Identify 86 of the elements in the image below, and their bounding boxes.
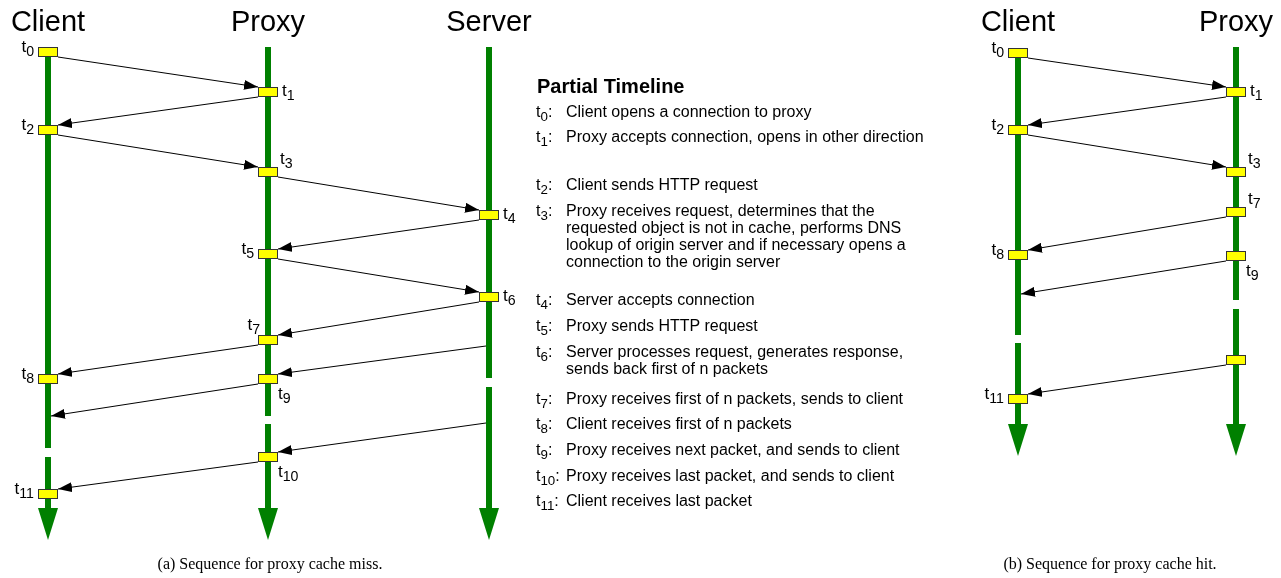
timestamp-box	[1226, 207, 1246, 217]
time-label: t$_{7}$	[1248, 190, 1261, 213]
timestamp-box	[1008, 125, 1028, 135]
timestamp-box	[38, 125, 58, 135]
figure-caption: (b) Sequence for proxy cache hit.	[1002, 554, 1218, 574]
timestamp-box	[258, 335, 278, 345]
time-label: t$_{8}$	[991, 241, 1004, 264]
timeline-entry: Server accepts connection	[566, 291, 756, 308]
time-label: t$_{10}$	[278, 463, 299, 486]
timeline-entry: Proxy receives request, determines that the requested object is not in cache, performs DNS lookup of origin server and if necessary opens a connection to the origin server	[566, 202, 907, 270]
timestamp-box	[1226, 87, 1246, 97]
time-label: t$_{3}$	[280, 150, 293, 173]
message-arrow	[1027, 364, 1227, 397]
timestamp-box	[1008, 394, 1028, 404]
timeline-entry: Proxy receives next packet, and sends to client	[566, 441, 901, 458]
timestamp-box	[1008, 48, 1028, 58]
time-label: t$_{2}$	[991, 116, 1004, 139]
timeline-entry: Client sends HTTP request	[566, 176, 759, 193]
time-label: t$_{6}$	[503, 287, 516, 310]
time-label: t$_{4}$	[503, 205, 516, 228]
time-label: t$_{5}$:	[536, 317, 553, 341]
timestamp-box	[479, 292, 499, 302]
time-label: t$_{3}$:	[536, 202, 553, 226]
message-arrow	[277, 176, 480, 213]
message-arrow	[277, 219, 480, 252]
time-label: t$_{2}$	[21, 116, 34, 139]
time-label: t$_{0}$	[991, 39, 1004, 62]
timestamp-box	[258, 249, 278, 259]
timeline-entry: Proxy receives last packet, and sends to client	[566, 467, 896, 484]
time-label: t$_{0}$:	[536, 103, 553, 127]
message-arrow	[277, 301, 480, 338]
time-label: t$_{4}$:	[536, 291, 553, 315]
message-arrow	[1027, 216, 1227, 253]
figure-caption: (a) Sequence for proxy cache miss.	[156, 554, 384, 574]
message-arrow	[1027, 96, 1227, 128]
timeline-entry: Proxy receives first of n packets, sends to client	[566, 390, 905, 407]
message-arrow	[57, 56, 259, 90]
timestamp-box	[38, 47, 58, 57]
message-arrow	[1027, 57, 1227, 90]
timestamp-box	[38, 374, 58, 384]
message-arrow	[50, 383, 259, 419]
timestamp-box	[479, 210, 499, 220]
time-label: t$_{2}$:	[536, 176, 553, 200]
time-label: t$_{1}$:	[536, 128, 553, 152]
time-label: t$_{8}$	[21, 365, 34, 388]
time-label: t$_{3}$	[1248, 150, 1261, 173]
time-label: t$_{8}$:	[536, 415, 553, 439]
message-arrow	[57, 134, 259, 170]
time-label: t$_{1}$	[282, 82, 295, 105]
time-label: t$_{1}$	[1250, 82, 1263, 105]
message-arrow	[57, 461, 259, 493]
time-label: t$_{9}$	[1246, 262, 1259, 285]
time-label: t$_{10}$:	[536, 467, 560, 491]
timeline-entry: Proxy accepts connection, opens in other direction	[566, 128, 925, 145]
message-arrow	[277, 345, 487, 378]
time-label: t$_{5}$	[241, 240, 254, 263]
timeline-heading: Partial Timeline	[537, 74, 685, 98]
timestamp-box	[1008, 250, 1028, 260]
timeline-entry: Client opens a connection to proxy	[566, 103, 813, 120]
message-arrow	[1027, 134, 1227, 170]
timestamp-box	[1226, 167, 1246, 177]
message-arrow	[277, 422, 487, 455]
message-arrow	[1020, 260, 1227, 297]
timeline-entry: Client receives last packet	[566, 492, 753, 509]
time-label: t$_{11}$	[14, 480, 34, 503]
time-label: t$_{0}$	[21, 38, 34, 61]
time-label: t$_{9}$	[278, 385, 291, 408]
message-arrow	[57, 344, 259, 377]
timeline-entry: Server processes request, generates response, sends back first of n packets	[566, 343, 905, 377]
message-arrow	[277, 258, 480, 295]
time-label: t$_{7}$:	[536, 390, 553, 414]
timeline-entry: Client receives first of n packets	[566, 415, 793, 432]
message-arrow	[57, 96, 259, 128]
time-label: t$_{11}$	[984, 385, 1004, 408]
time-label: t$_{9}$:	[536, 441, 553, 465]
timestamp-box	[1226, 355, 1246, 365]
timestamp-box	[258, 374, 278, 384]
time-label: t$_{11}$:	[536, 492, 559, 516]
timeline-entry: Proxy sends HTTP request	[566, 317, 759, 334]
time-label: t$_{6}$:	[536, 343, 553, 367]
timestamp-box	[1226, 251, 1246, 261]
time-label: t$_{7}$	[247, 316, 260, 339]
timestamp-box	[38, 489, 58, 499]
timestamp-box	[258, 452, 278, 462]
timestamp-box	[258, 167, 278, 177]
timestamp-box	[258, 87, 278, 97]
